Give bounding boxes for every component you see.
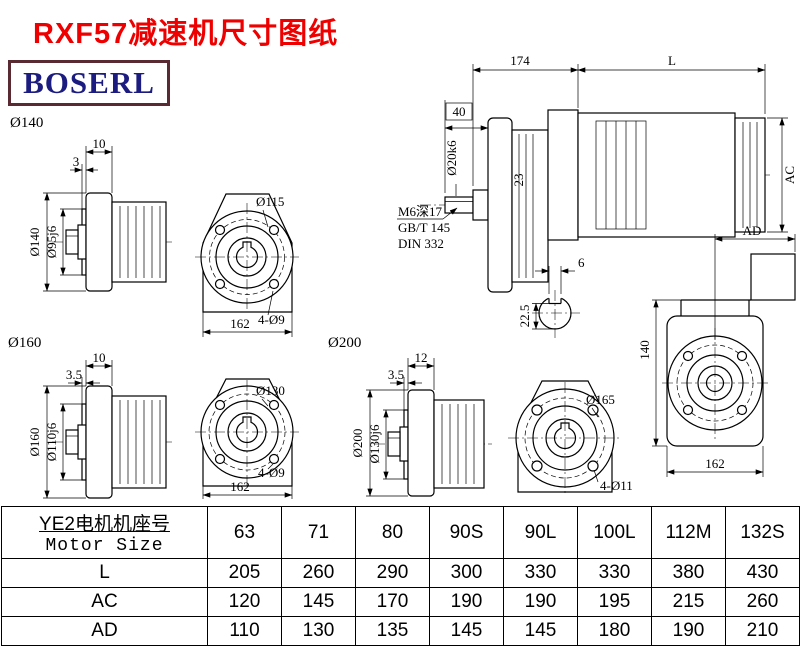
size-column-header: 90S <box>429 506 504 559</box>
value-cell: 195 <box>577 587 652 617</box>
flange140-label: Ø140 <box>10 115 43 131</box>
value-cell: 170 <box>355 587 430 617</box>
dim-flange160-thickness: 10 <box>93 350 106 365</box>
dim-140: 140 <box>637 340 652 360</box>
value-cell: 215 <box>651 587 726 617</box>
dim-AD: AD <box>743 223 762 238</box>
dim-flange200-outer: Ø200 <box>350 429 365 458</box>
value-cell: 290 <box>355 558 430 588</box>
value-cell: 190 <box>651 616 726 646</box>
value-cell: 130 <box>281 616 356 646</box>
motor-size-table: YE2电机机座号 Motor Size 63 71 80 90S 90L 100… <box>1 506 800 646</box>
value-cell: 380 <box>651 558 726 588</box>
size-column-header: 90L <box>503 506 578 559</box>
value-cell: 260 <box>281 558 356 588</box>
flange140-front-view: Ø115 4-Ø9 162 <box>195 193 299 337</box>
table-row-AD: AD 110 130 135 145 145 180 190 210 <box>1 616 800 646</box>
size-column-header: 112M <box>651 506 726 559</box>
value-cell: 180 <box>577 616 652 646</box>
flange200-front-view: Ø165 4-Ø11 <box>508 380 633 496</box>
dim-flange160-outer: Ø160 <box>27 428 42 457</box>
dim-flange140-outer: Ø140 <box>27 228 42 257</box>
flange160-label: Ø160 <box>8 335 41 351</box>
dim-flange160-spigot: Ø110j6 <box>44 422 59 461</box>
note-standard-din: DIN 332 <box>398 236 444 251</box>
assembly-side-view: 174 L 40 Ø20k6 23 AC M6深17 GB/T 145 DIN … <box>397 53 797 338</box>
value-cell: 110 <box>207 616 282 646</box>
dim-flange200-thickness: 12 <box>415 350 428 365</box>
table-row-AC: AC 120 145 170 190 190 195 215 260 <box>1 587 800 617</box>
flange200-side-view: Ø200 12 3.5 Ø200 <box>328 335 492 497</box>
value-cell: 205 <box>207 558 282 588</box>
value-cell: 210 <box>725 616 800 646</box>
page-title: RXF57减速机尺寸图纸 <box>33 18 339 50</box>
dim-flange160-width: 162 <box>230 479 250 494</box>
dim-flange200-bolt-circle: Ø165 <box>586 392 615 407</box>
dim-L: L <box>668 53 676 68</box>
table-header-row: YE2电机机座号 Motor Size 63 71 80 90S 90L 100… <box>1 506 800 559</box>
row-label: AC <box>1 587 208 617</box>
header-text-cn: YE2电机机座号 <box>39 514 170 535</box>
value-cell: 145 <box>429 616 504 646</box>
dim-flange160-step: 3.5 <box>66 367 82 382</box>
dim-23: 23 <box>511 174 526 187</box>
dim-flange160-holes: 4-Ø9 <box>258 465 285 480</box>
value-cell: 260 <box>725 587 800 617</box>
header-text-en: Motor Size <box>45 536 164 556</box>
dim-key-depth: 22.5 <box>517 305 532 328</box>
note-center-hole: M6深17 <box>398 204 443 219</box>
dim-flange160-bolt-circle: Ø130 <box>256 383 285 398</box>
size-column-header: 132S <box>725 506 800 559</box>
brand-logo-text: BOSERL <box>23 65 155 100</box>
dim-162-rear: 162 <box>705 456 725 471</box>
dim-flange200-step: 3.5 <box>388 367 404 382</box>
size-column-header: 100L <box>577 506 652 559</box>
dim-flange140-holes: 4-Ø9 <box>258 312 285 327</box>
value-cell: 430 <box>725 558 800 588</box>
dim-174: 174 <box>510 53 530 68</box>
motor-size-header-cell: YE2电机机座号 Motor Size <box>1 506 208 559</box>
dim-AC: AC <box>782 166 797 184</box>
dim-flange200-spigot: Ø130j6 <box>367 424 382 464</box>
row-label: L <box>1 558 208 588</box>
brand-logo-box: BOSERL <box>8 60 170 106</box>
value-cell: 300 <box>429 558 504 588</box>
size-column-header: 80 <box>355 506 430 559</box>
value-cell: 120 <box>207 587 282 617</box>
dim-flange140-bolt-circle: Ø115 <box>256 194 284 209</box>
dim-flange140-spigot: Ø95j6 <box>44 225 59 258</box>
value-cell: 145 <box>503 616 578 646</box>
table-row-L: L 205 260 290 300 330 330 380 430 <box>1 558 800 588</box>
dim-40: 40 <box>453 104 466 119</box>
flange200-label: Ø200 <box>328 335 361 351</box>
row-label: AD <box>1 616 208 646</box>
value-cell: 330 <box>577 558 652 588</box>
value-cell: 135 <box>355 616 430 646</box>
value-cell: 330 <box>503 558 578 588</box>
size-column-header: 63 <box>207 506 282 559</box>
dim-flange140-thickness: 10 <box>93 136 106 151</box>
dim-flange200-holes: 4-Ø11 <box>600 478 633 493</box>
dim-flange140-step: 3 <box>73 154 80 169</box>
value-cell: 190 <box>503 587 578 617</box>
value-cell: 145 <box>281 587 356 617</box>
note-standard-gbt: GB/T 145 <box>398 220 450 235</box>
dim-key-width: 6 <box>578 255 585 270</box>
dim-shaft-diameter: Ø20k6 <box>444 140 459 176</box>
size-column-header: 71 <box>281 506 356 559</box>
value-cell: 190 <box>429 587 504 617</box>
flange160-front-view: Ø130 4-Ø9 162 <box>195 378 299 499</box>
dim-flange140-width: 162 <box>230 316 250 331</box>
rear-view: AD 140 162 <box>637 223 796 477</box>
technical-drawing-canvas: 174 L 40 Ø20k6 23 AC M6深17 GB/T 145 DIN … <box>8 53 797 499</box>
flange140-side-view: Ø140 10 3 <box>10 115 172 292</box>
flange160-side-view: Ø160 10 3.5 Ø160 <box>8 335 172 499</box>
